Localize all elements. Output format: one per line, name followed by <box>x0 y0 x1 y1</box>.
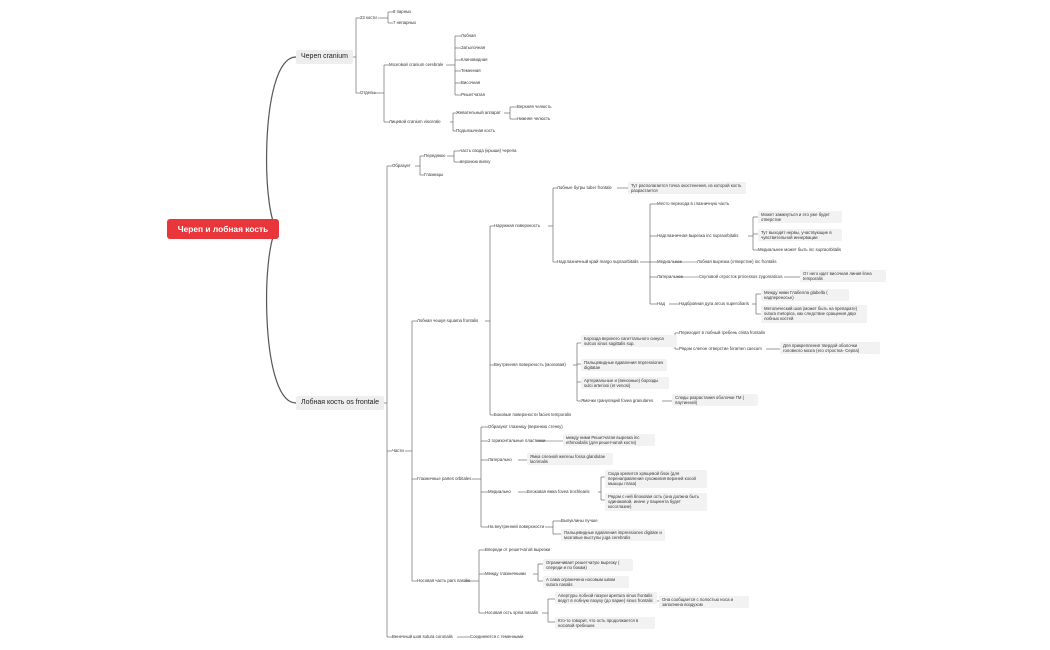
node-unpaired[interactable]: 7 непарных <box>393 20 417 25</box>
node-notch[interactable]: Надглазничная вырезка inc supraorbitalis <box>657 233 739 238</box>
node-fovea-0[interactable]: Сюда крепится хрящевой блок (для перенап… <box>605 470 707 488</box>
node-face-cranium[interactable]: Лицевой cranium viscerale <box>389 119 441 124</box>
node-front-0[interactable]: часть свода (крыши) черепа <box>460 148 517 153</box>
node-spine[interactable]: Носовая ость spina nasalis <box>485 610 539 615</box>
node-innerside[interactable]: На внутренней поверхности <box>488 524 545 529</box>
node-plates[interactable]: 2 горизонтальные пластинки <box>488 438 546 443</box>
node-foramen[interactable]: Рядом слепое отверстие foramen caecum <box>679 346 762 351</box>
node-between[interactable]: Между глазничными <box>485 571 526 576</box>
node-front-1[interactable]: верхнюю вилку <box>460 159 491 164</box>
node-squama[interactable]: Лобная чешуя squama frontalis <box>417 318 479 323</box>
topic-frontal-bone[interactable]: Лобная кость os frontale <box>296 396 385 410</box>
topic-cranium[interactable]: Череп cranium <box>296 50 353 64</box>
node-innerside-0[interactable]: Выпуклины лучше <box>561 518 598 523</box>
node-arterial[interactable]: Артериальные и (венозные) борозды sulci … <box>581 377 669 390</box>
node-bone-2[interactable]: Клиновидная <box>461 57 488 62</box>
node-zygomatic[interactable]: Скуловой отросток processus zygomaticus <box>699 274 783 279</box>
node-granular[interactable]: Ямочки грануляций fovea granulares <box>581 398 654 403</box>
node-plates-note[interactable]: между ними Решетчатая вырезка inc ethmoi… <box>563 434 655 447</box>
node-foramen-note[interactable]: Для прикрепления твердой оболочки головн… <box>780 342 880 355</box>
node-transition[interactable]: Место перехода в глазничную часть <box>657 201 730 206</box>
node-above[interactable]: Над <box>657 301 666 306</box>
node-temporal-surface[interactable]: Боковые поверхности facies temporalis <box>494 412 572 417</box>
node-hyoid[interactable]: Подъязычная кость <box>456 128 496 133</box>
node-frontal-parts[interactable]: Части <box>392 448 404 453</box>
node-orbital-lateral[interactable]: Латерально <box>488 457 512 462</box>
node-orbital-lateral-note[interactable]: Ямка слезной железы fossa glandulae lacr… <box>527 453 613 466</box>
node-23-bones[interactable]: 23 кости <box>360 15 377 20</box>
node-notch-1[interactable]: Тут выходят нервы, участвующие в чувстви… <box>758 229 842 242</box>
node-between-0[interactable]: Ограничивает решетчатую вырезку ( сперед… <box>543 559 633 572</box>
node-orbits[interactable]: Глазницы <box>424 172 444 177</box>
node-tuber[interactable]: Лобные бугры tuber frontale <box>557 185 612 190</box>
node-paired[interactable]: 8 парных <box>393 9 412 14</box>
node-coronal-note[interactable]: Соединяется с теменными <box>470 634 524 639</box>
node-upper-jaw[interactable]: Верхняя челюсть <box>517 104 552 109</box>
node-inner-surface[interactable]: Внутренняя поверхность (мозговая) <box>494 362 566 367</box>
node-continue[interactable]: Кто-то говорит, что ость продолжается в … <box>555 617 655 630</box>
node-coronal[interactable]: Венечный шов sutura coronalis <box>392 634 453 639</box>
node-aperture[interactable]: Апертуры лобной пазухи apertura sinus fr… <box>555 592 657 605</box>
node-orbital[interactable]: Глазничные partes orbitales <box>417 476 472 481</box>
node-brain-cranium[interactable]: Мозговой cranium cerebrale <box>389 62 444 67</box>
node-crest[interactable]: Переходит в лобный гребень crista fronta… <box>679 330 765 335</box>
node-chewing[interactable]: Жевательный аппарат <box>456 110 501 115</box>
node-arch-1[interactable]: Метопический шов (может быть на препарат… <box>761 305 867 323</box>
node-medial[interactable]: Медиальнее <box>657 259 683 264</box>
node-notch-0[interactable]: Может замкнуться и это уже будет отверст… <box>758 211 842 224</box>
connector-line <box>265 56 297 230</box>
node-between-1[interactable]: А сама ограничена носовым швом sutura na… <box>543 576 629 589</box>
node-tuber-note[interactable]: Тут располагается точка окостенения, из … <box>628 182 746 195</box>
node-arch[interactable]: Надбровная дуга arcus superciliaris <box>679 301 749 306</box>
node-arch-0[interactable]: Между ними Глабелла glabella ( надперено… <box>761 289 849 302</box>
node-zygomatic-note[interactable]: От него идет височная линия linea tempor… <box>800 270 886 283</box>
node-front[interactable]: Переднюю <box>424 153 446 158</box>
node-orbital-medial[interactable]: Медиально <box>488 489 511 494</box>
node-bone-0[interactable]: Лобная <box>461 33 476 38</box>
node-bone-3[interactable]: Теменная <box>461 68 481 73</box>
node-fovea-1[interactable]: Рядом с ней блоковая ость (она должна бы… <box>605 493 707 511</box>
node-notch-2[interactable]: Медиальнее может быть inc supraorbitalis <box>758 247 842 252</box>
connector-line <box>265 228 297 404</box>
node-groove[interactable]: Борозда верхнего сагиттального синуса su… <box>581 335 677 348</box>
node-margin[interactable]: Надглазничный край margo supraorbitalis <box>557 259 639 264</box>
node-medial-note[interactable]: Лобная вырезка (отверстие) inc frontalis <box>697 259 777 264</box>
node-bone-5[interactable]: Решетчатая <box>461 92 485 97</box>
node-bone-4[interactable]: Височная <box>461 80 481 85</box>
node-orbital-forms[interactable]: Образуют глазницу (верхнюю стенку) <box>488 424 563 429</box>
node-forms[interactable]: Образует <box>392 163 411 168</box>
node-parts[interactable]: Отделы <box>360 90 376 95</box>
node-nasal[interactable]: Носовая часть pars nasalis <box>417 578 471 583</box>
node-bone-1[interactable]: Затылочная <box>461 45 486 50</box>
root-topic[interactable]: Череп и лобная кость <box>167 219 279 239</box>
node-granular-note[interactable]: Следы разрастания оболочки ГМ ( паутинно… <box>672 394 758 407</box>
node-outer-surface[interactable]: Наружная поверхность <box>494 223 541 228</box>
node-impressions[interactable]: Пальцевидные вдавления Impressiones digi… <box>581 359 667 372</box>
node-lower-jaw[interactable]: Нижняя челюсть <box>517 116 551 121</box>
node-fovea[interactable]: Блоковая ямка fovea trochlearis <box>527 489 590 494</box>
node-lateral[interactable]: Латеральнее <box>657 274 684 279</box>
node-innerside-1[interactable]: Пальцевидные вдавления impressiones digi… <box>561 529 665 542</box>
node-nasal-front[interactable]: Впереди от решетчатой вырезки <box>485 547 551 552</box>
node-aperture-note[interactable]: Она сообщается с полостью носа и заполне… <box>659 596 749 609</box>
